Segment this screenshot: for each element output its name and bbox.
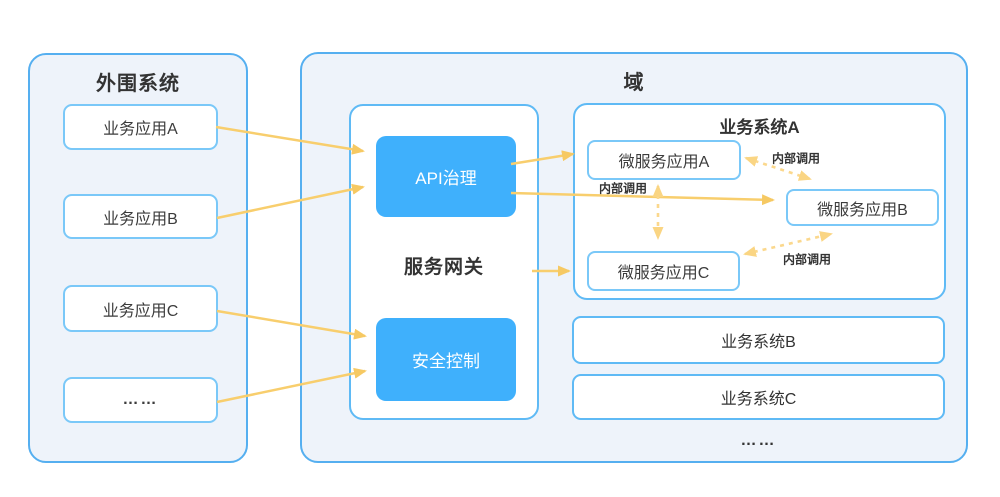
business-app-a-label: 业务应用A bbox=[103, 121, 178, 138]
microservice-b-label: 微服务应用B bbox=[817, 201, 908, 219]
business-app-more-box: …… bbox=[63, 377, 218, 423]
service-gateway-title: 服务网关 bbox=[403, 257, 484, 278]
business-system-b-label: 业务系统B bbox=[721, 334, 796, 351]
business-system-a-title: 业务系统A bbox=[719, 118, 800, 137]
business-system-b-box: 业务系统B bbox=[572, 316, 945, 364]
microservice-b-box: 微服务应用B bbox=[786, 189, 939, 226]
business-system-c-box: 业务系统C bbox=[572, 374, 945, 420]
business-app-b-box: 业务应用B bbox=[63, 194, 218, 239]
business-system-a-panel: 业务系统A 微服务应用A 微服务应用B 微服务应用C bbox=[573, 103, 946, 300]
peripheral-panel-title: 外围系统 bbox=[96, 73, 180, 95]
business-app-a-box: 业务应用A bbox=[63, 104, 218, 150]
internal-call-label-c-b: 内部调用 bbox=[782, 252, 832, 267]
microservice-a-box: 微服务应用A bbox=[587, 140, 741, 180]
business-app-b-label: 业务应用B bbox=[103, 210, 178, 228]
business-app-c-label: 业务应用C bbox=[102, 302, 179, 320]
domain-ellipsis: …… bbox=[740, 432, 777, 449]
internal-call-label-a-c: 内部调用 bbox=[598, 181, 648, 196]
business-app-c-box: 业务应用C bbox=[63, 285, 218, 332]
business-app-more-label: …… bbox=[122, 391, 159, 408]
domain-panel-title: 域 bbox=[623, 72, 645, 94]
internal-call-label-a-b: 内部调用 bbox=[771, 151, 821, 166]
microservice-a-label: 微服务应用A bbox=[618, 154, 710, 171]
service-gateway-box: API治理 服务网关 安全控制 bbox=[349, 104, 539, 420]
microservice-c-box: 微服务应用C bbox=[587, 251, 740, 291]
peripheral-systems-panel: 外围系统 业务应用A 业务应用B 业务应用C …… bbox=[28, 53, 248, 463]
api-governance-label: API治理 bbox=[415, 169, 477, 188]
domain-panel: 域 API治理 服务网关 安全控制 业务系统A 微服务应用A 微服务应用B 微服… bbox=[300, 52, 968, 463]
security-control-label: 安全控制 bbox=[412, 352, 480, 371]
business-system-c-label: 业务系统C bbox=[720, 391, 797, 408]
microservice-c-label: 微服务应用C bbox=[617, 265, 710, 282]
api-governance-box: API治理 bbox=[376, 136, 516, 217]
security-control-box: 安全控制 bbox=[376, 318, 516, 401]
